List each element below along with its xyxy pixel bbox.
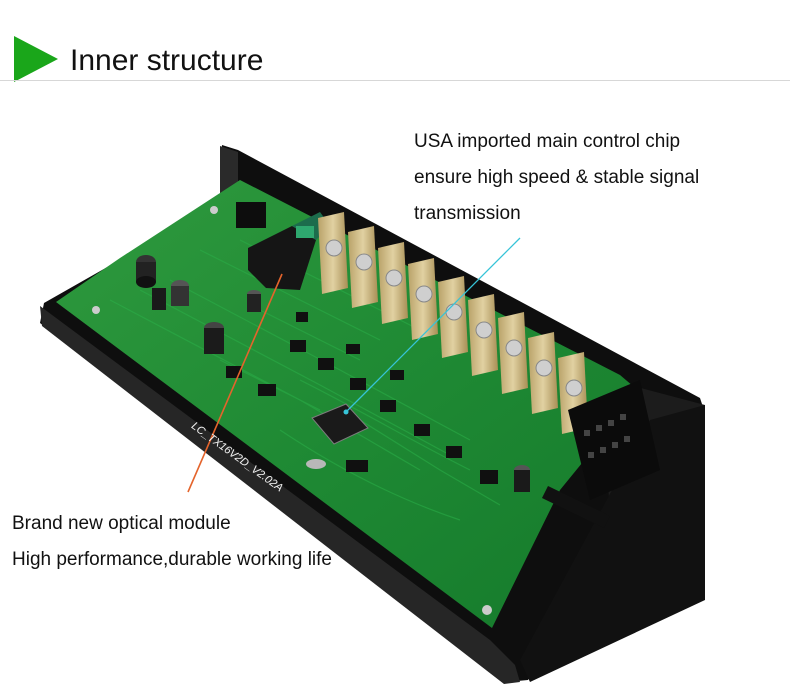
crystal-oscillator [306, 459, 326, 469]
capacitor-group [136, 255, 530, 492]
main-control-chip [311, 403, 369, 445]
ic-chips [226, 312, 498, 484]
chip-leader-line [345, 237, 521, 413]
chip-callout-line-3: transmission [414, 203, 521, 224]
chip-callout-line-1: USA imported main control chip [414, 131, 681, 152]
optical-callout: Brand new optical module High performanc… [12, 506, 332, 578]
chip-callout: USA imported main control chip ensure hi… [414, 124, 699, 232]
play-triangle-icon [14, 36, 58, 82]
optical-callout-line-2: High performance,durable working life [12, 549, 332, 570]
bnc-connector-row [318, 212, 588, 434]
optical-callout-line-1: Brand new optical module [12, 513, 231, 534]
optical-leader-line [187, 273, 283, 493]
header-divider [0, 80, 790, 81]
pin-header [542, 380, 660, 528]
chip-callout-line-2: ensure high speed & stable signal [414, 167, 700, 188]
section-title: Inner structure [70, 44, 264, 77]
power-jack [236, 202, 266, 228]
section-header: Inner structure [0, 0, 790, 82]
